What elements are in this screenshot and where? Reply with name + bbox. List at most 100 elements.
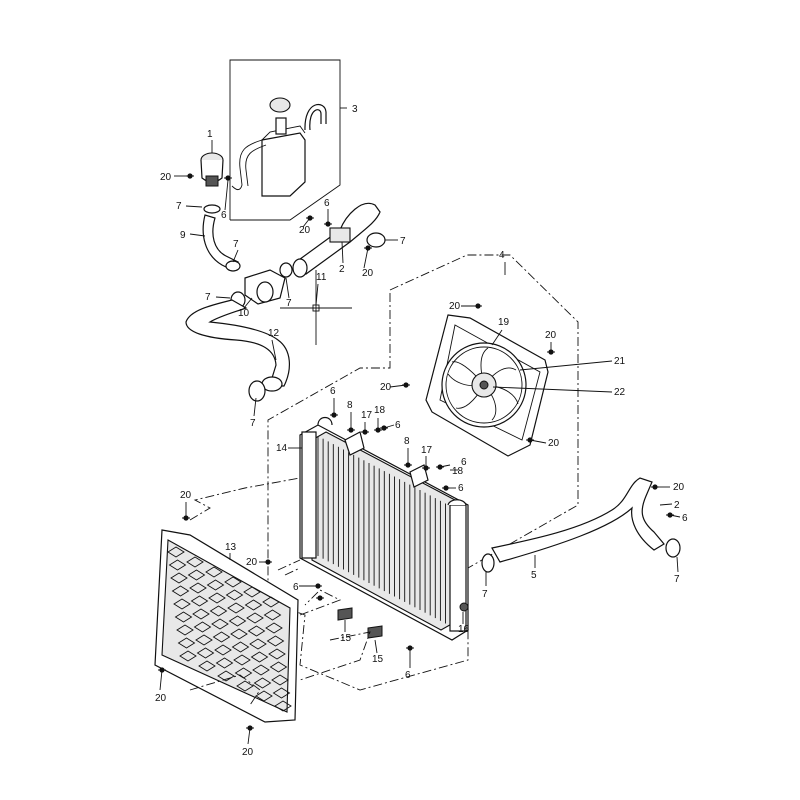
hose-12 [185,299,290,402]
grille-cell [231,641,250,653]
label-7: 7 [286,298,292,309]
grille-cell [208,592,226,604]
grille-mount-lines [189,477,371,706]
label-6: 6 [458,483,464,494]
label-7: 7 [233,239,239,250]
grille-cell [249,638,267,650]
grille-cell [192,608,210,620]
label-11: 11 [316,272,327,283]
grille-cell [217,670,235,682]
grille-cell [236,680,254,692]
label-10: 10 [238,308,250,319]
grille-cell [195,634,213,646]
label-12: 12 [268,328,280,339]
grille-cell [170,572,188,584]
label-7: 7 [400,236,406,247]
grille-cell [262,596,280,608]
label-6: 6 [324,198,330,209]
label-8: 8 [404,436,410,447]
grille-cell [252,664,270,676]
bolt-markers [158,173,674,731]
overflow-hose [231,139,263,191]
grille-cell [215,657,234,669]
grille-cell [227,602,245,614]
label-6: 6 [682,513,688,524]
label-20: 20 [246,557,258,568]
coolant-reservoir-icon [261,97,327,197]
grille-cell [265,622,283,634]
grille-cell [228,615,247,627]
drain-plug-15b [367,625,383,639]
leader-line [243,297,253,309]
bolt-icon [186,173,194,179]
bolt-icon [442,485,450,491]
leader-line [247,727,251,745]
grille-cell [244,599,263,611]
bolt-icon [330,412,338,418]
radiator-icon [299,416,469,641]
bolt-icon [374,427,382,433]
bolt-icon [246,725,254,731]
label-2: 2 [674,500,680,511]
label-14: 14 [276,443,288,454]
leader-line [491,329,503,346]
radiator-guard-icon [154,529,299,723]
label-5: 5 [531,570,537,581]
grille-cell [189,582,207,594]
leader-line [676,556,679,573]
leader-line [374,639,378,654]
bolt-icon [666,512,674,518]
label-7: 7 [205,292,211,303]
grille-cell [171,585,190,597]
leader-line [659,503,673,506]
drain-plug-15a [337,607,353,621]
bolt-icon [364,245,372,251]
bolt-icon [436,464,444,470]
grille-cell [224,576,242,588]
label-20: 20 [380,382,392,393]
label-2: 2 [339,264,345,275]
grille-cell [246,612,264,624]
grille-cell [186,556,204,568]
label-3: 3 [352,104,358,115]
grille-cell [250,651,269,663]
leader-line [215,296,231,299]
label-6: 6 [330,386,336,397]
label-6: 6 [293,582,299,593]
grille-cell [269,661,288,673]
grille-cell [211,618,229,630]
bolt-icon [380,425,388,431]
label-7: 7 [176,201,182,212]
label-6: 6 [461,457,467,468]
grille-cell [173,598,191,610]
label-20: 20 [299,225,311,236]
grille-cell [266,635,285,647]
label-20: 20 [242,747,254,758]
bolt-icon [422,465,430,471]
bolt-icon [406,645,414,651]
grille-cell [225,589,244,601]
label-20: 20 [362,268,374,279]
bolt-icon [224,175,232,181]
bolt-icon [182,515,190,521]
label-1: 1 [207,129,213,140]
bolt-icon [404,462,412,468]
grille-cell [177,637,196,649]
leader-line [271,339,277,361]
grille-cell [206,579,225,591]
label-6: 6 [405,670,411,681]
leader-line [253,397,257,417]
bolt-icon [314,583,322,589]
label-15: 15 [340,633,352,644]
bolt-icon [324,221,332,227]
grille-cell [268,648,286,660]
bolt-icon [547,349,555,355]
grille-cell [196,647,215,659]
grille-cell [212,631,231,643]
grille-cell [253,677,272,689]
hose-5 [481,477,681,573]
label-15: 15 [372,654,384,665]
part-labels: 1 3 20 7 6 9 7 6 20 7 2 20 11 10 7 7 12 … [155,104,688,758]
bolt-icon [361,429,369,435]
